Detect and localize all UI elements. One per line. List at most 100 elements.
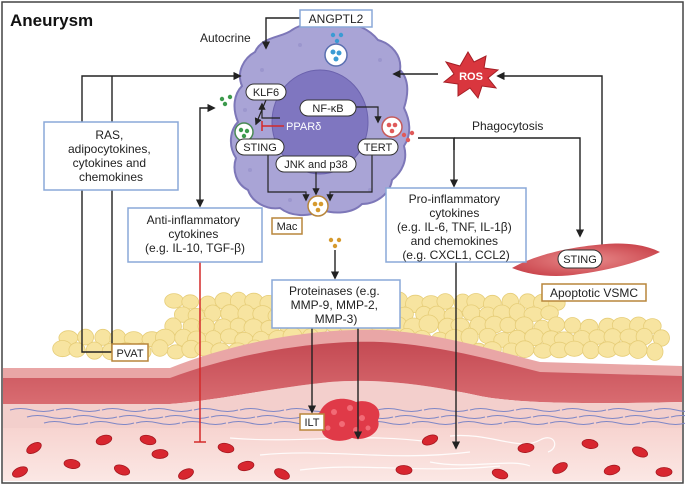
anti-line-3: (e.g. IL-10, TGF-β)	[145, 241, 245, 255]
intima-fiber	[549, 421, 595, 425]
intima-fiber	[532, 415, 578, 419]
intima-fiber	[411, 421, 457, 425]
intima-fiber	[239, 408, 285, 412]
pro-line-4: and chemokines	[411, 234, 498, 248]
intima-fiber	[394, 415, 440, 419]
intima-fiber	[181, 421, 227, 425]
ppard-label: PPARδ	[286, 121, 321, 133]
apoptotic-vsmc-tag: Apoptotic VSMC	[541, 283, 647, 302]
secreted-anti-dots	[219, 94, 233, 107]
intima-fiber	[55, 408, 101, 412]
ras-line-2: adipocytokines,	[68, 142, 151, 156]
intima-fiber	[210, 415, 256, 419]
red-blood-cells	[12, 434, 673, 480]
fat-cell	[646, 342, 664, 361]
arrow-vsmc-to-ros	[496, 71, 603, 262]
ros-label: ROS	[459, 71, 483, 83]
fat-cell	[628, 340, 648, 359]
ros-burst: ROS	[442, 51, 500, 100]
mac-tag: Mac	[271, 217, 303, 235]
arrow-anti-box	[195, 103, 216, 208]
fat-cell	[164, 293, 184, 309]
prot-line-2: MMP-9, MMP-2,	[291, 298, 378, 312]
svg-text:Proteinases (e.g. MMP-9,: Proteinases (e.g. MMP-9, MMP-2, MMP-3)	[289, 284, 383, 326]
red-blood-cell	[95, 434, 113, 446]
secreted-angptl2-dots	[330, 32, 344, 44]
arrow-phagocytosis	[418, 137, 455, 150]
intima-fiber	[641, 421, 685, 425]
svg-text:RAS, adipocytokines,: RAS, adipocytokines, cytokines and chemo…	[68, 128, 154, 184]
proteinase-box: Proteinases (e.g. MMP-9, MMP-2, MMP-3)	[271, 279, 401, 329]
nucleus	[271, 69, 369, 175]
red-blood-cell	[12, 466, 28, 478]
intima-fiber	[135, 421, 181, 425]
intima-fiber	[469, 408, 515, 412]
klf6-label: KLF6	[253, 87, 279, 99]
vesicle-proteinases	[307, 195, 329, 217]
ilt-thrombus	[315, 398, 380, 441]
intima-fiber	[457, 421, 503, 425]
arrow-klf6-to-vesicle	[254, 99, 267, 126]
fat-cell	[547, 316, 566, 333]
nfkb-label: NF-κB	[312, 103, 343, 115]
node-sting: STING	[235, 138, 285, 156]
autocrine-label: Autocrine	[200, 31, 251, 45]
node-ppard: PPARδ	[286, 121, 321, 133]
red-blood-cell	[552, 462, 568, 474]
anti-line-2: cytokines	[168, 227, 218, 241]
intima-fiber	[89, 421, 135, 425]
arrow-left-loop	[81, 71, 242, 353]
arrow-sting-to-vesicle	[267, 154, 310, 202]
angptl2-label: ANGPTL2	[309, 12, 364, 26]
pro-inflammatory-box: Pro-inflammatory cytokines (e.g. IL-6, T…	[385, 187, 527, 263]
fat-cell	[582, 341, 600, 360]
arrow-nfkb-to-tert	[356, 106, 382, 124]
inhibition-anti	[194, 262, 206, 443]
intima-fiber	[595, 421, 641, 425]
red-blood-cell	[217, 442, 235, 454]
ras-line-3: cytokines and	[73, 156, 146, 170]
svg-text:Pro-inflammatory cytokin: Pro-inflammatory cytokines (e.g. IL-6, T…	[397, 192, 515, 262]
red-blood-cell	[139, 434, 157, 446]
anti-inflammatory-box: Anti-inflammatory cytokines (e.g. IL-10,…	[127, 207, 263, 263]
angptl2-box: ANGPTL2	[299, 9, 373, 28]
intima-fiber	[486, 415, 532, 419]
intima-fiber	[578, 415, 624, 419]
sting-label: STING	[243, 142, 277, 154]
intima-fiber	[118, 415, 164, 419]
arrow-angptl2-autocrine	[261, 17, 300, 50]
vesicle-anti-inflammatory	[234, 122, 254, 142]
intima-fiber	[227, 421, 273, 425]
intima-fiber	[72, 415, 118, 419]
pro-line-1: Pro-inflammatory	[409, 192, 500, 206]
node-jnk: JNK and p38	[275, 155, 357, 173]
pro-line-3: (e.g. IL-6, TNF, IL-1β)	[397, 220, 512, 234]
red-blood-cell	[517, 443, 535, 453]
pvat-tag: PVAT	[111, 343, 149, 362]
fat-cell	[181, 294, 200, 310]
intima-fiber	[607, 408, 653, 412]
phagocytosis-label: Phagocytosis	[472, 119, 543, 133]
apoptotic-vsmc-label: Apoptotic VSMC	[550, 286, 638, 300]
vsmc-sting-label: STING	[563, 254, 597, 266]
anti-line-1: Anti-inflammatory	[147, 213, 240, 227]
connectors	[81, 17, 603, 450]
prot-line-3: MMP-3)	[315, 312, 358, 326]
fat-cell	[151, 339, 169, 357]
ras-line-4: chemokines	[79, 170, 143, 184]
svg-text:Anti-inflammatory cytoki: Anti-inflammatory cytokines (e.g. IL-10,…	[145, 213, 245, 255]
intima-fiber	[624, 415, 670, 419]
red-blood-cell	[655, 467, 673, 477]
prot-line-1: Proteinases (e.g.	[289, 284, 380, 298]
red-blood-cell	[26, 442, 42, 454]
tert-label: TERT	[364, 142, 393, 154]
red-blood-cell	[603, 464, 621, 476]
fat-cell	[68, 342, 86, 358]
intima-fiber	[561, 408, 607, 412]
red-blood-cell	[63, 459, 81, 469]
intima-fiber	[164, 415, 210, 419]
ilt-tag: ILT	[299, 413, 325, 431]
fat-cell	[564, 340, 585, 357]
intima-fiber	[440, 415, 486, 419]
